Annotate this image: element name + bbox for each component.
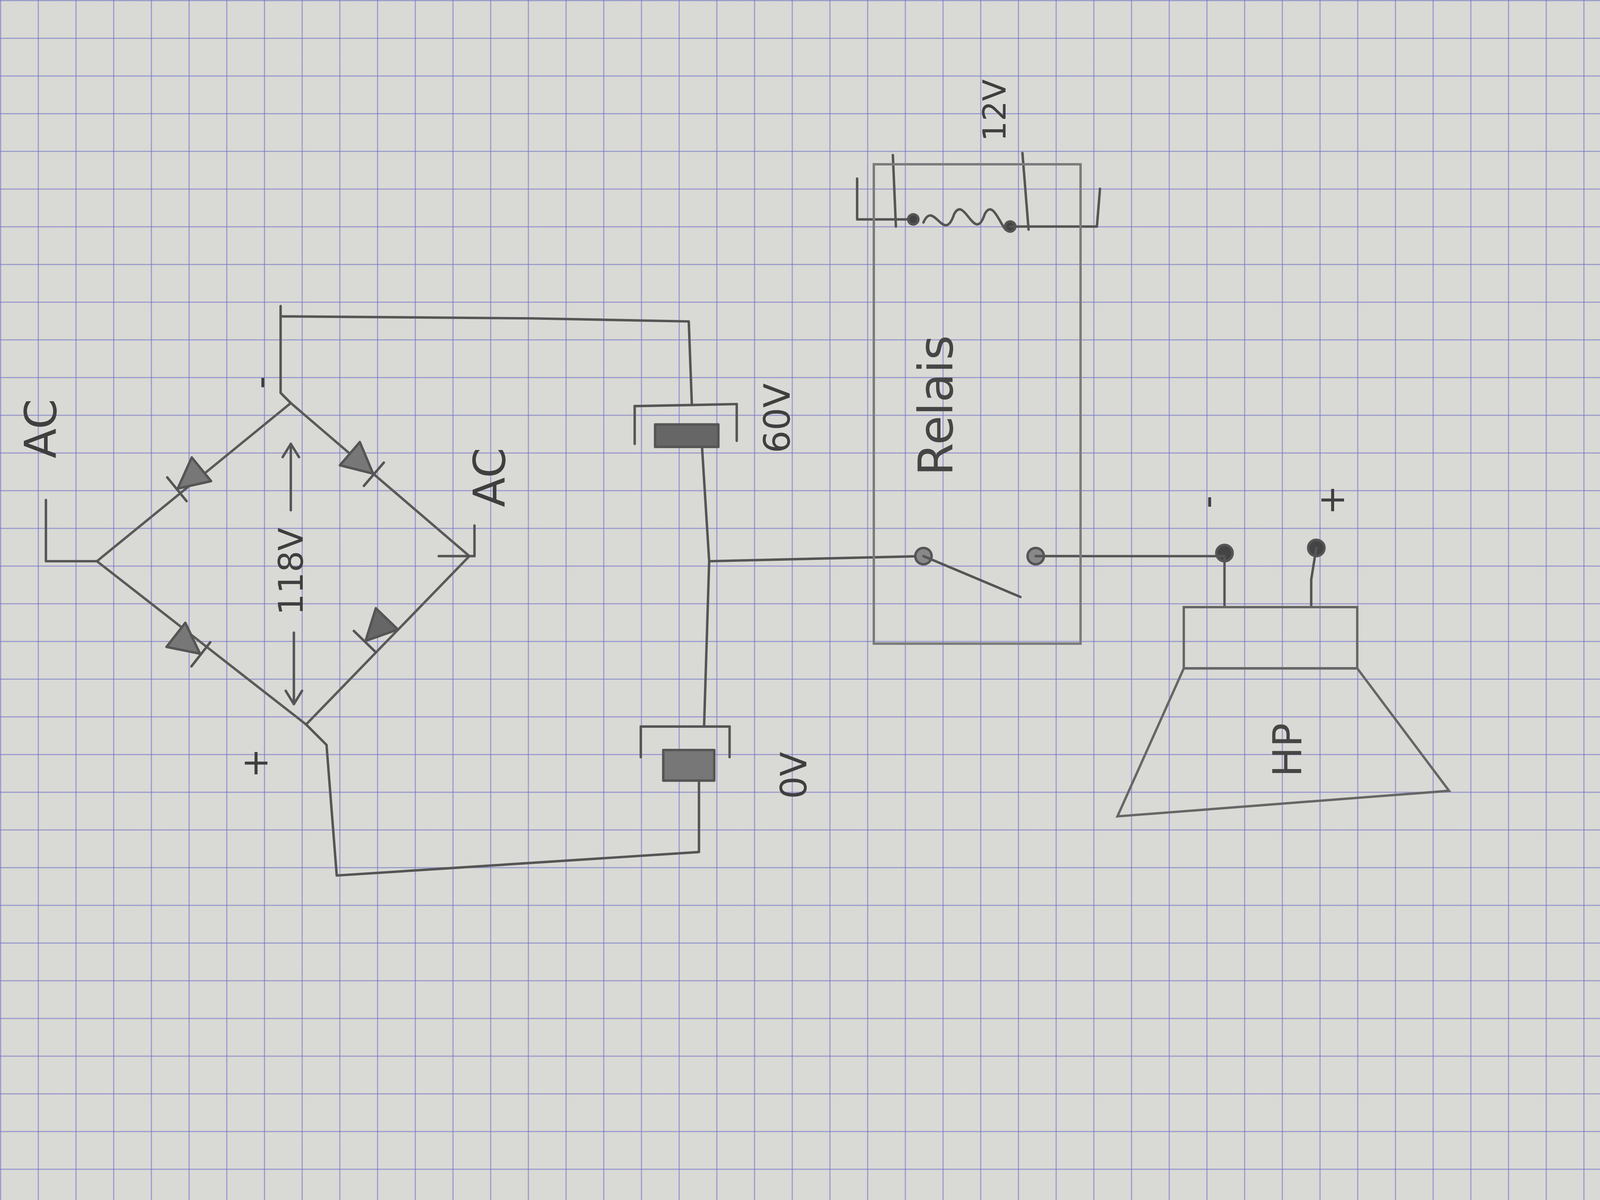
speaker-cone [1117,668,1450,817]
voltage-label: 118V [273,527,308,616]
relay-box: Relais [872,163,1082,645]
diode-symbol [340,442,385,486]
speaker-magnet [1183,607,1358,669]
diode-symbol [166,622,211,667]
ac-lead [46,500,98,562]
relay-switch [915,548,1082,597]
speaker-symbol: HP [1117,607,1450,822]
ac-label: AC [19,398,63,459]
polarity-sign: - [1189,495,1225,509]
voltage-label: 60V [759,383,796,454]
speaker-terminal [1216,539,1325,608]
polarity-sign: + [1313,484,1350,515]
voltage-label: 12V [978,78,1011,142]
diode-symbol [353,608,399,653]
wire [701,446,710,562]
node-text: Relais [912,334,960,476]
speaker-outline [1117,607,1450,822]
wire [305,724,699,876]
ac-lead [438,525,475,556]
diode-symbol [167,457,212,502]
bridge-rectifier [96,403,470,725]
ac-label: AC [467,447,512,508]
wire [703,561,710,727]
polarity-sign: - [242,376,279,389]
capacitor-symbol [640,726,730,781]
voltage-label: 0V [776,751,812,800]
wire [709,555,924,562]
node-text: HP [1267,723,1308,777]
wire [280,305,692,404]
polarity-sign: + [237,748,274,779]
wire-connector [1081,555,1225,608]
capacitor-symbol [634,403,737,447]
